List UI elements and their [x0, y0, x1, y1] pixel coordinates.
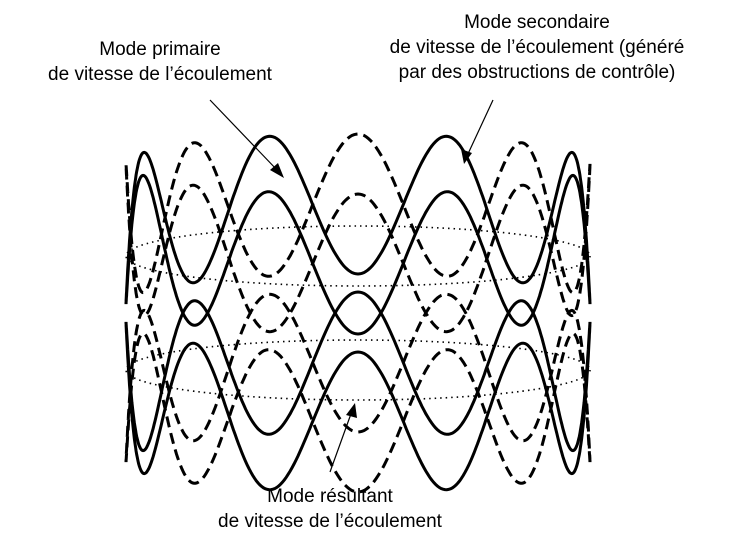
primary-mode-label-line-1: Mode primaire — [99, 39, 221, 60]
lower-reference-ring — [125, 339, 591, 401]
secondary-mode-label-line-2: de vitesse de l’écoulement (généré — [389, 37, 685, 58]
primary-mode-label: Mode primaire de vitesse de l’écoulement — [0, 37, 320, 87]
result-mode-pointer-arrow — [329, 403, 357, 473]
secondary-mode-label-line-3: par des obstructions de contrôle) — [398, 62, 676, 83]
result-mode-label: Mode résultant de vitesse de l’écoulemen… — [170, 484, 490, 534]
secondary-mode-label-line-1: Mode secondaire — [464, 12, 610, 33]
upper-secondary-mode-wave — [124, 132, 592, 334]
upper-primary-mode-wave — [124, 134, 592, 336]
result-mode-label-line-1: Mode résultant — [267, 486, 393, 507]
lower-primary-mode-wave — [124, 290, 592, 492]
upper-reference-ring — [125, 225, 591, 287]
secondary-mode-pointer-arrow — [461, 99, 494, 164]
result-mode-label-line-2: de vitesse de l’écoulement — [218, 511, 442, 532]
secondary-mode-label: Mode secondaire de vitesse de l’écouleme… — [340, 10, 734, 85]
lower-secondary-mode-wave — [124, 292, 592, 494]
primary-mode-pointer-arrow — [209, 99, 284, 178]
primary-mode-label-line-2: de vitesse de l’écoulement — [48, 64, 272, 85]
